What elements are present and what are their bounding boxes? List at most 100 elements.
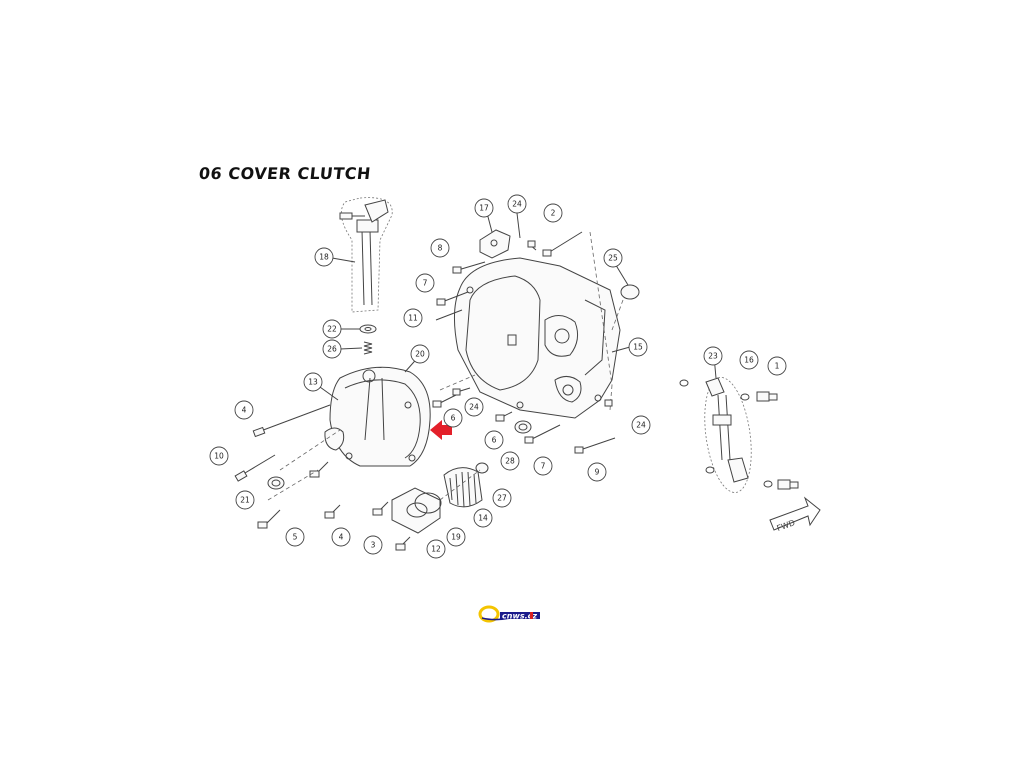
callout-label: 24 (636, 421, 646, 430)
callout-label: 13 (308, 378, 318, 387)
callout-c4b: 4 (331, 527, 351, 547)
top-bracket (479, 229, 511, 259)
callout-c6a: 6 (443, 408, 463, 428)
callout-c26: 26 (322, 339, 342, 359)
callout-label: 10 (214, 452, 224, 461)
callout-c27: 27 (492, 488, 512, 508)
callout-label: 23 (708, 352, 718, 361)
callout-label: 28 (505, 457, 515, 466)
plug-cap (611, 284, 640, 331)
callout-c22: 22 (322, 319, 342, 339)
callout-circle (492, 488, 512, 508)
callout-circle (628, 337, 648, 357)
callout-circle (285, 527, 305, 547)
callout-circle (403, 308, 423, 328)
highlight-arrow (430, 420, 452, 440)
callout-circle (484, 430, 504, 450)
callout-circle (603, 248, 623, 268)
callout-label: 4 (242, 406, 247, 415)
callout-c20: 20 (410, 344, 430, 364)
callout-circle (234, 400, 254, 420)
oil-hose-assembly (679, 377, 799, 493)
callout-c19: 19 (446, 527, 466, 547)
brand-logo: cnws.cz (478, 605, 540, 623)
callout-circle (446, 527, 466, 547)
forward-direction-arrow: FWD (769, 496, 821, 533)
callout-circle (314, 247, 334, 267)
logo-text: cnws.cz (502, 612, 537, 621)
callout-label: 4 (339, 533, 344, 542)
callout-circle (464, 397, 484, 417)
callout-label: 18 (319, 253, 329, 262)
callout-circle (533, 456, 553, 476)
callout-label: 9 (595, 468, 600, 477)
callout-circle (543, 203, 563, 223)
callout-c12: 12 (426, 539, 446, 559)
callout-c7a: 7 (533, 456, 553, 476)
callout-c23: 23 (703, 346, 723, 366)
callout-c15: 15 (628, 337, 648, 357)
callout-label: 20 (415, 350, 425, 359)
callout-c9: 9 (587, 462, 607, 482)
seal-and-spring (359, 324, 377, 355)
top-bolts (436, 231, 583, 306)
callout-c2: 2 (543, 203, 563, 223)
callout-label: 21 (240, 496, 250, 505)
callout-circle (767, 356, 787, 376)
callout-label: 8 (438, 244, 443, 253)
callout-label: 25 (608, 254, 618, 263)
left-bolts (234, 404, 341, 529)
callout-label: 24 (512, 200, 522, 209)
callout-label: 12 (431, 545, 441, 554)
callout-label: 7 (423, 279, 428, 288)
callout-label: 6 (492, 436, 497, 445)
callout-label: 6 (451, 414, 456, 423)
callout-circle (430, 238, 450, 258)
fwd-label: FWD (776, 518, 797, 533)
callout-label: 1 (775, 362, 780, 371)
callout-label: 14 (478, 514, 488, 523)
crankcase-cover (439, 231, 621, 419)
callout-circle (703, 346, 723, 366)
callout-c5: 5 (285, 527, 305, 547)
callout-c1: 1 (767, 356, 787, 376)
callout-circle (443, 408, 463, 428)
callout-c24c: 24 (507, 194, 527, 214)
callout-c24b: 24 (631, 415, 651, 435)
clutch-cover (324, 366, 431, 467)
callout-circle (410, 344, 430, 364)
clutch-release-shaft (339, 197, 393, 313)
callout-circle (363, 535, 383, 555)
callout-circle (331, 527, 351, 547)
callout-c13: 13 (303, 372, 323, 392)
callout-c17: 17 (474, 198, 494, 218)
callout-c24a: 24 (464, 397, 484, 417)
callout-circle (473, 508, 493, 528)
callout-circle (474, 198, 494, 218)
callout-label: 24 (469, 403, 479, 412)
callout-circle (739, 350, 759, 370)
callout-label: 16 (744, 356, 754, 365)
callout-label: 5 (293, 533, 298, 542)
callout-label: 11 (408, 314, 418, 323)
callout-circle (426, 539, 446, 559)
callout-circle (587, 462, 607, 482)
callout-circle (415, 273, 435, 293)
bottom-bolts (432, 387, 616, 454)
callout-label: 22 (327, 325, 337, 334)
callout-circle (322, 339, 342, 359)
callout-circle (507, 194, 527, 214)
callout-c16: 16 (739, 350, 759, 370)
callout-label: 19 (451, 533, 461, 542)
callout-c11: 11 (403, 308, 423, 328)
callout-circle (209, 446, 229, 466)
callout-c6b: 6 (484, 430, 504, 450)
oil-filter-group (324, 462, 489, 551)
callout-label: 17 (479, 204, 489, 213)
callout-circle (235, 490, 255, 510)
callout-circle (631, 415, 651, 435)
callout-c7b: 7 (415, 273, 435, 293)
callout-c10: 10 (209, 446, 229, 466)
